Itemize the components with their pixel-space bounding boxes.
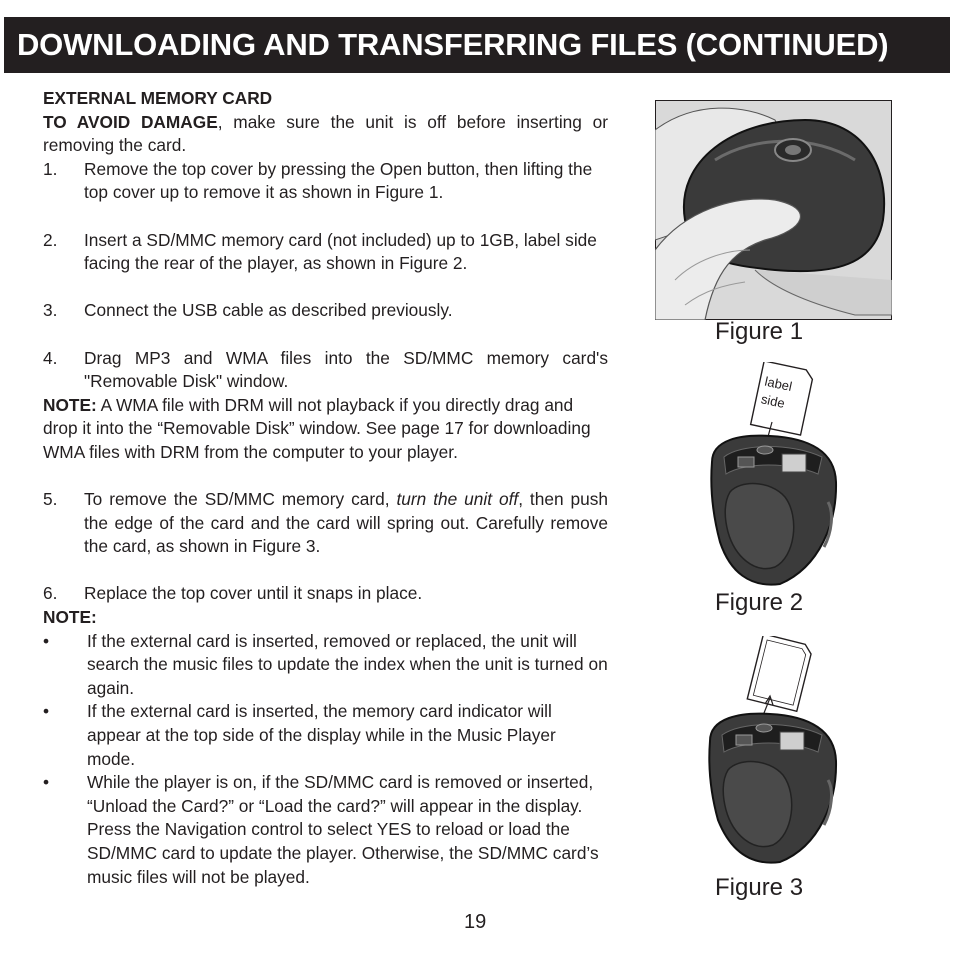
page-header: DOWNLOADING AND TRANSFERRING FILES (CONT… xyxy=(4,17,950,73)
note-bullet-1: • If the external card is inserted, remo… xyxy=(43,630,608,701)
intro-text: , make sure the unit is off before inser… xyxy=(43,111,608,156)
step-number: 4. xyxy=(43,347,58,368)
note-bullet-3: • While the player is on, if the SD/MMC … xyxy=(43,771,608,889)
step-2: 2. Insert a SD/MMC memory card (not incl… xyxy=(43,229,608,276)
figure-3-caption: Figure 3 xyxy=(715,874,804,901)
note-label: NOTE: xyxy=(43,394,97,415)
step-5-emphasis: turn the unit off xyxy=(396,489,519,510)
bullet-text: While the player is on, if the SD/MMC ca… xyxy=(87,772,599,887)
step-text: Drag MP3 and WMA files into the SD/MMC m… xyxy=(84,347,608,392)
step-1: 1. Remove the top cover by pressing the … xyxy=(43,158,608,205)
note-label: NOTE: xyxy=(43,607,97,628)
figure-1-caption: Figure 1 xyxy=(715,318,804,345)
step-number: 1. xyxy=(43,158,58,179)
note-drm: NOTE: A WMA file with DRM will not playb… xyxy=(43,394,598,465)
note-bullet-2: • If the external card is inserted, the … xyxy=(43,700,608,771)
step-text: Remove the top cover by pressing the Ope… xyxy=(84,158,593,203)
intro-bold: TO AVOID DAMAGE xyxy=(43,111,218,132)
page-title: DOWNLOADING AND TRANSFERRING FILES (CONT… xyxy=(17,27,889,62)
step-text: To remove the SD/MMC memory card, turn t… xyxy=(84,489,608,557)
step-text: Insert a SD/MMC memory card (not include… xyxy=(84,229,597,274)
step-text: Connect the USB cable as described previ… xyxy=(84,300,453,321)
step-6: 6. Replace the top cover until it snaps … xyxy=(43,582,608,606)
step-number: 2. xyxy=(43,229,58,250)
step-number: 3. xyxy=(43,300,58,321)
card-label-text: label xyxy=(763,374,793,394)
bullet-text: If the external card is inserted, remove… xyxy=(87,630,608,698)
step-text: Replace the top cover until it snaps in … xyxy=(84,583,423,604)
card-side-text: side xyxy=(760,391,786,411)
step-5: 5. To remove the SD/MMC memory card, tur… xyxy=(43,488,608,559)
bullet-mark: • xyxy=(43,701,50,722)
figure-1-illustration xyxy=(655,100,892,320)
step-number: 5. xyxy=(43,489,58,510)
step-4: 4. Drag MP3 and WMA files into the SD/MM… xyxy=(43,347,608,394)
step-3: 3. Connect the USB cable as described pr… xyxy=(43,299,608,323)
step-number: 6. xyxy=(43,583,58,604)
bullet-text: If the external card is inserted, the me… xyxy=(87,701,556,769)
figure-3-illustration xyxy=(708,636,838,864)
figure-2-illustration: label side xyxy=(710,362,838,586)
section-heading: EXTERNAL MEMORY CARD xyxy=(43,88,273,108)
page-number: 19 xyxy=(464,911,487,933)
intro-paragraph: TO AVOID DAMAGE, make sure the unit is o… xyxy=(43,111,608,158)
note-text: A WMA file with DRM will not playback if… xyxy=(43,394,591,462)
instructions-column: EXTERNAL MEMORY CARD TO AVOID DAMAGE, ma… xyxy=(43,87,608,889)
bullet-mark: • xyxy=(43,772,50,793)
figure-2-caption: Figure 2 xyxy=(715,589,804,616)
bullet-mark: • xyxy=(43,630,50,651)
